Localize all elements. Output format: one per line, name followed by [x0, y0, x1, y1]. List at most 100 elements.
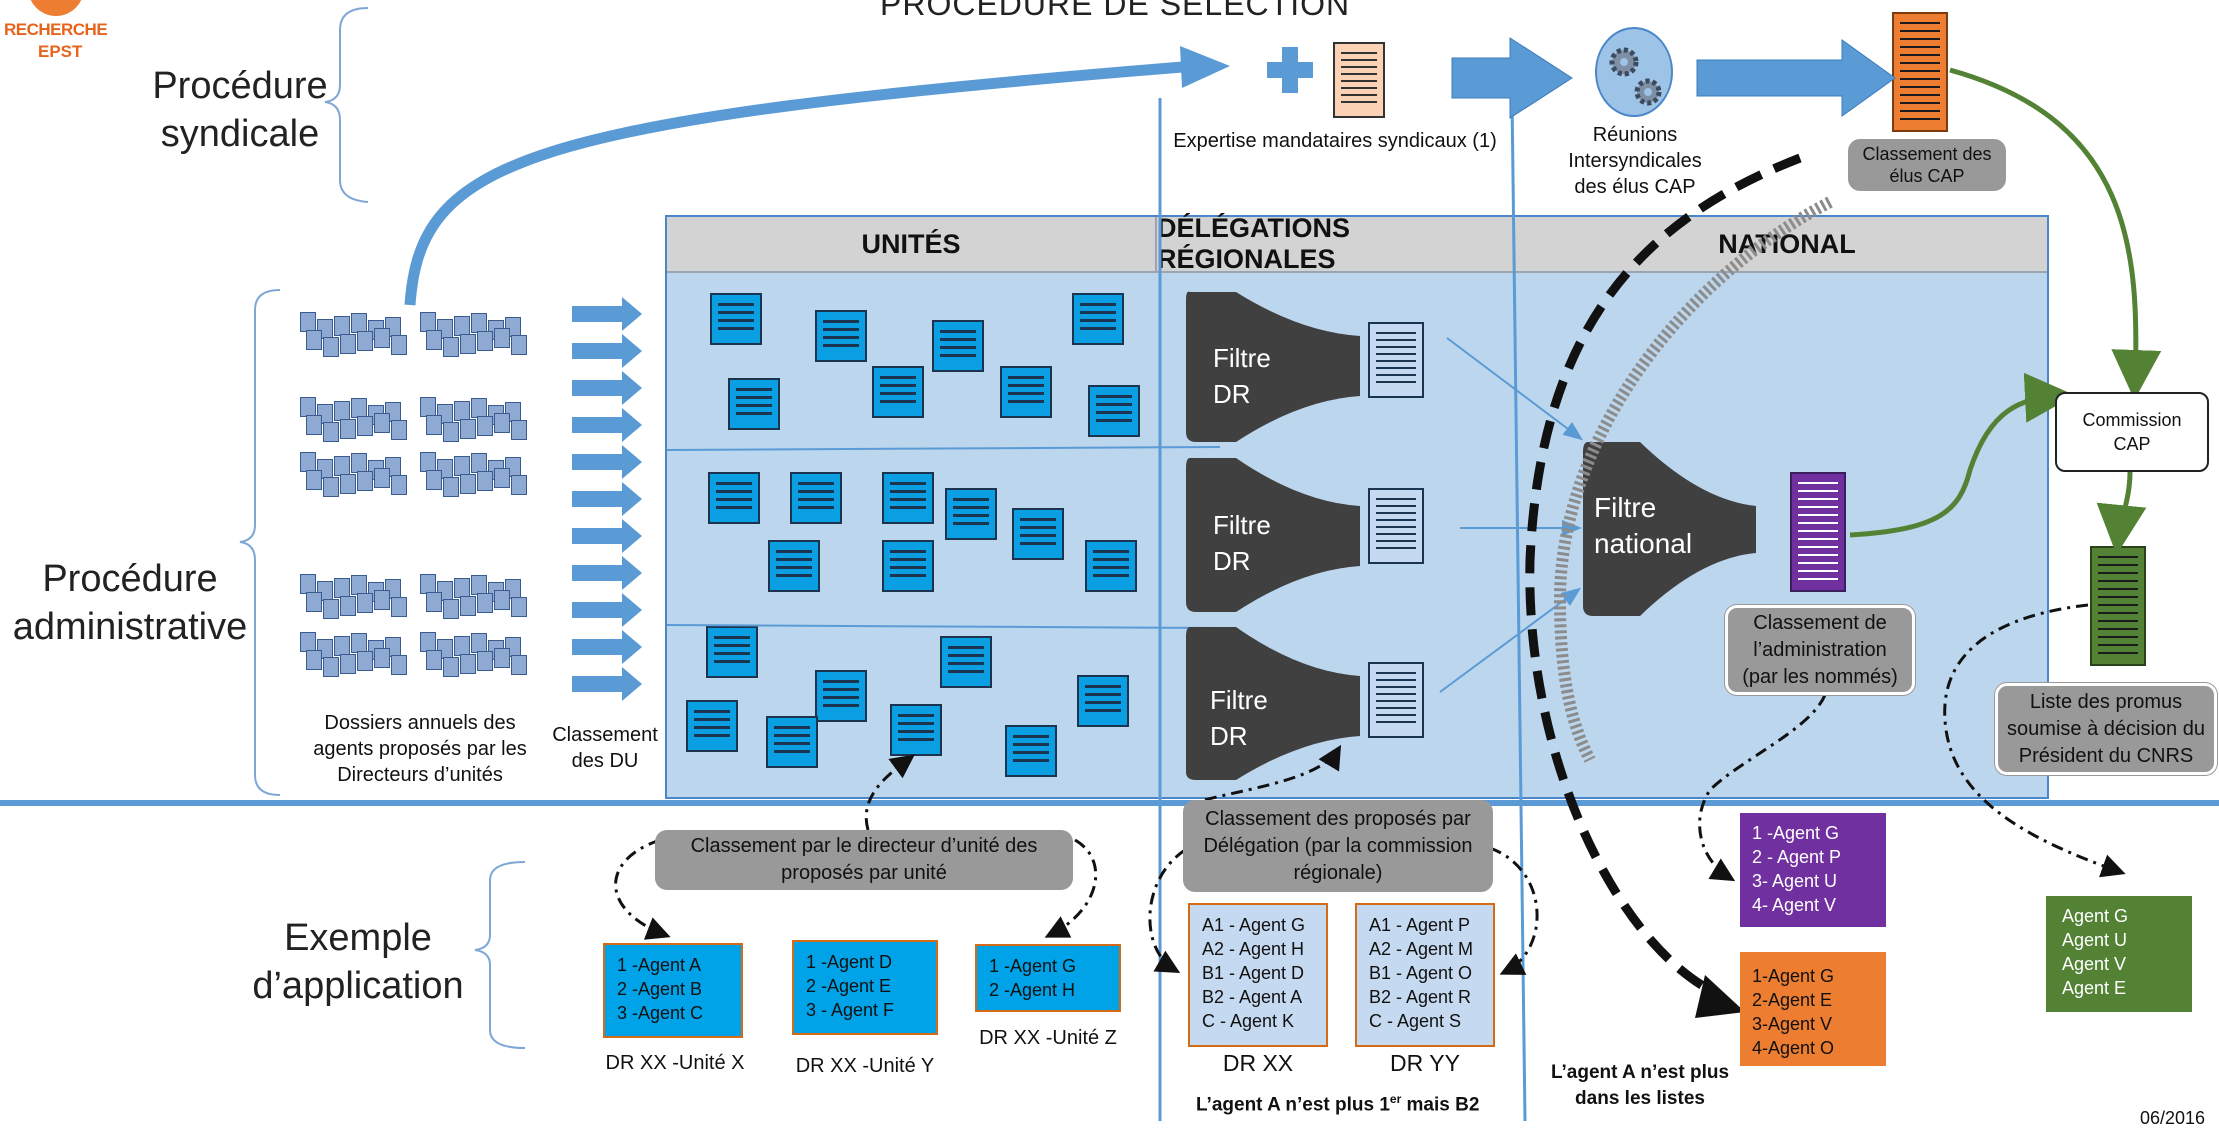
dossier-paper: [426, 330, 442, 350]
dr-filter-funnel: [1186, 291, 1360, 442]
block-arrow-to-reunions: [1451, 37, 1573, 119]
dossier-paper: [340, 474, 356, 494]
dossier-paper: [357, 331, 373, 351]
dossier-paper: [340, 419, 356, 439]
dr-ranked-document: [1368, 662, 1424, 738]
date-label: 06/2016: [2140, 1108, 2206, 1128]
dossier-paper: [477, 416, 493, 436]
elus-ranking-document: [1892, 12, 1948, 132]
dossiers-stacks: [300, 312, 550, 677]
page-title: PROCÉDURE DE SÉLECTION: [880, 0, 1351, 22]
dossier-paper: [340, 334, 356, 354]
green-arrow-elus-to-commission: [1949, 67, 2162, 400]
dashdot-connector: [1204, 744, 1342, 802]
curved-arrow-head: [1180, 46, 1230, 88]
expertise-label: Expertise mandataires syndicaux (1): [1173, 130, 1497, 152]
dossier-paper: [443, 477, 459, 497]
unit-document: [1088, 385, 1140, 437]
dossier-paper: [460, 596, 476, 616]
dossier-paper: [374, 648, 390, 668]
unit-document: [940, 636, 992, 688]
dossier-paper: [443, 657, 459, 677]
unit-document: [686, 700, 738, 752]
note-b2: L’agent A n’est plus 1er mais B2: [1196, 1092, 1480, 1116]
dossier-paper: [306, 650, 322, 670]
dossier-paper: [323, 599, 339, 619]
unit-caption-x: DR XX -Unité X: [605, 1052, 745, 1074]
green-arrow-admin-to-commission: [1849, 372, 2075, 538]
unit-caption-y: DR XX -Unité Y: [795, 1055, 935, 1077]
green-arrow-commission-to-promus: [2096, 471, 2147, 555]
dossier-paper: [306, 592, 322, 612]
unit-document: [1085, 540, 1137, 592]
column-header-unites: UNITÉS: [667, 217, 1155, 273]
dr-caption-xx: DR XX: [1222, 1050, 1294, 1076]
dossier-paper: [323, 337, 339, 357]
dossier-paper: [374, 590, 390, 610]
dossier-paper: [374, 468, 390, 488]
unit-document: [766, 716, 818, 768]
dossier-paper: [477, 593, 493, 613]
dossier-paper: [340, 596, 356, 616]
separator-line: [0, 800, 2219, 806]
dossier-paper: [426, 592, 442, 612]
dr-filter-funnel: [1186, 458, 1360, 612]
block-arrow-to-classement: [1696, 39, 1896, 117]
promus-document: [2090, 546, 2146, 666]
unit-document: [882, 472, 934, 524]
unit-document: [710, 293, 762, 345]
dr-filter-funnel: [1186, 627, 1360, 780]
dossier-paper: [443, 422, 459, 442]
unit-document: [815, 670, 867, 722]
unit-document: [1077, 675, 1129, 727]
brace-syndicale: [324, 7, 369, 203]
unit-document: [932, 320, 984, 372]
dossier-paper: [477, 651, 493, 671]
unit-caption-z: DR XX -Unité Z: [979, 1027, 1117, 1049]
dossier-paper: [306, 330, 322, 350]
dossier-paper: [494, 590, 510, 610]
dashdot-connector: [614, 838, 671, 940]
dossier-paper: [306, 470, 322, 490]
national-filter-funnel: [1583, 442, 1756, 616]
unit-document: [706, 626, 758, 678]
dr-ranked-document: [1368, 488, 1424, 564]
dossier-paper: [460, 654, 476, 674]
thin-arrow: [1439, 587, 1582, 693]
dossier-paper: [391, 597, 407, 617]
dossier-paper: [494, 648, 510, 668]
dossier-paper: [391, 335, 407, 355]
unit-document: [872, 366, 924, 418]
expertise-document: [1333, 42, 1385, 118]
unit-document: [708, 472, 760, 524]
dossier-paper: [306, 415, 322, 435]
logo-circle: [28, 0, 84, 16]
brace-administrative: [239, 289, 281, 796]
dossier-paper: [323, 477, 339, 497]
dossier-paper: [357, 593, 373, 613]
dossier-paper: [426, 650, 442, 670]
dossier-paper: [460, 334, 476, 354]
dossier-paper: [494, 468, 510, 488]
unit-document: [1072, 293, 1124, 345]
